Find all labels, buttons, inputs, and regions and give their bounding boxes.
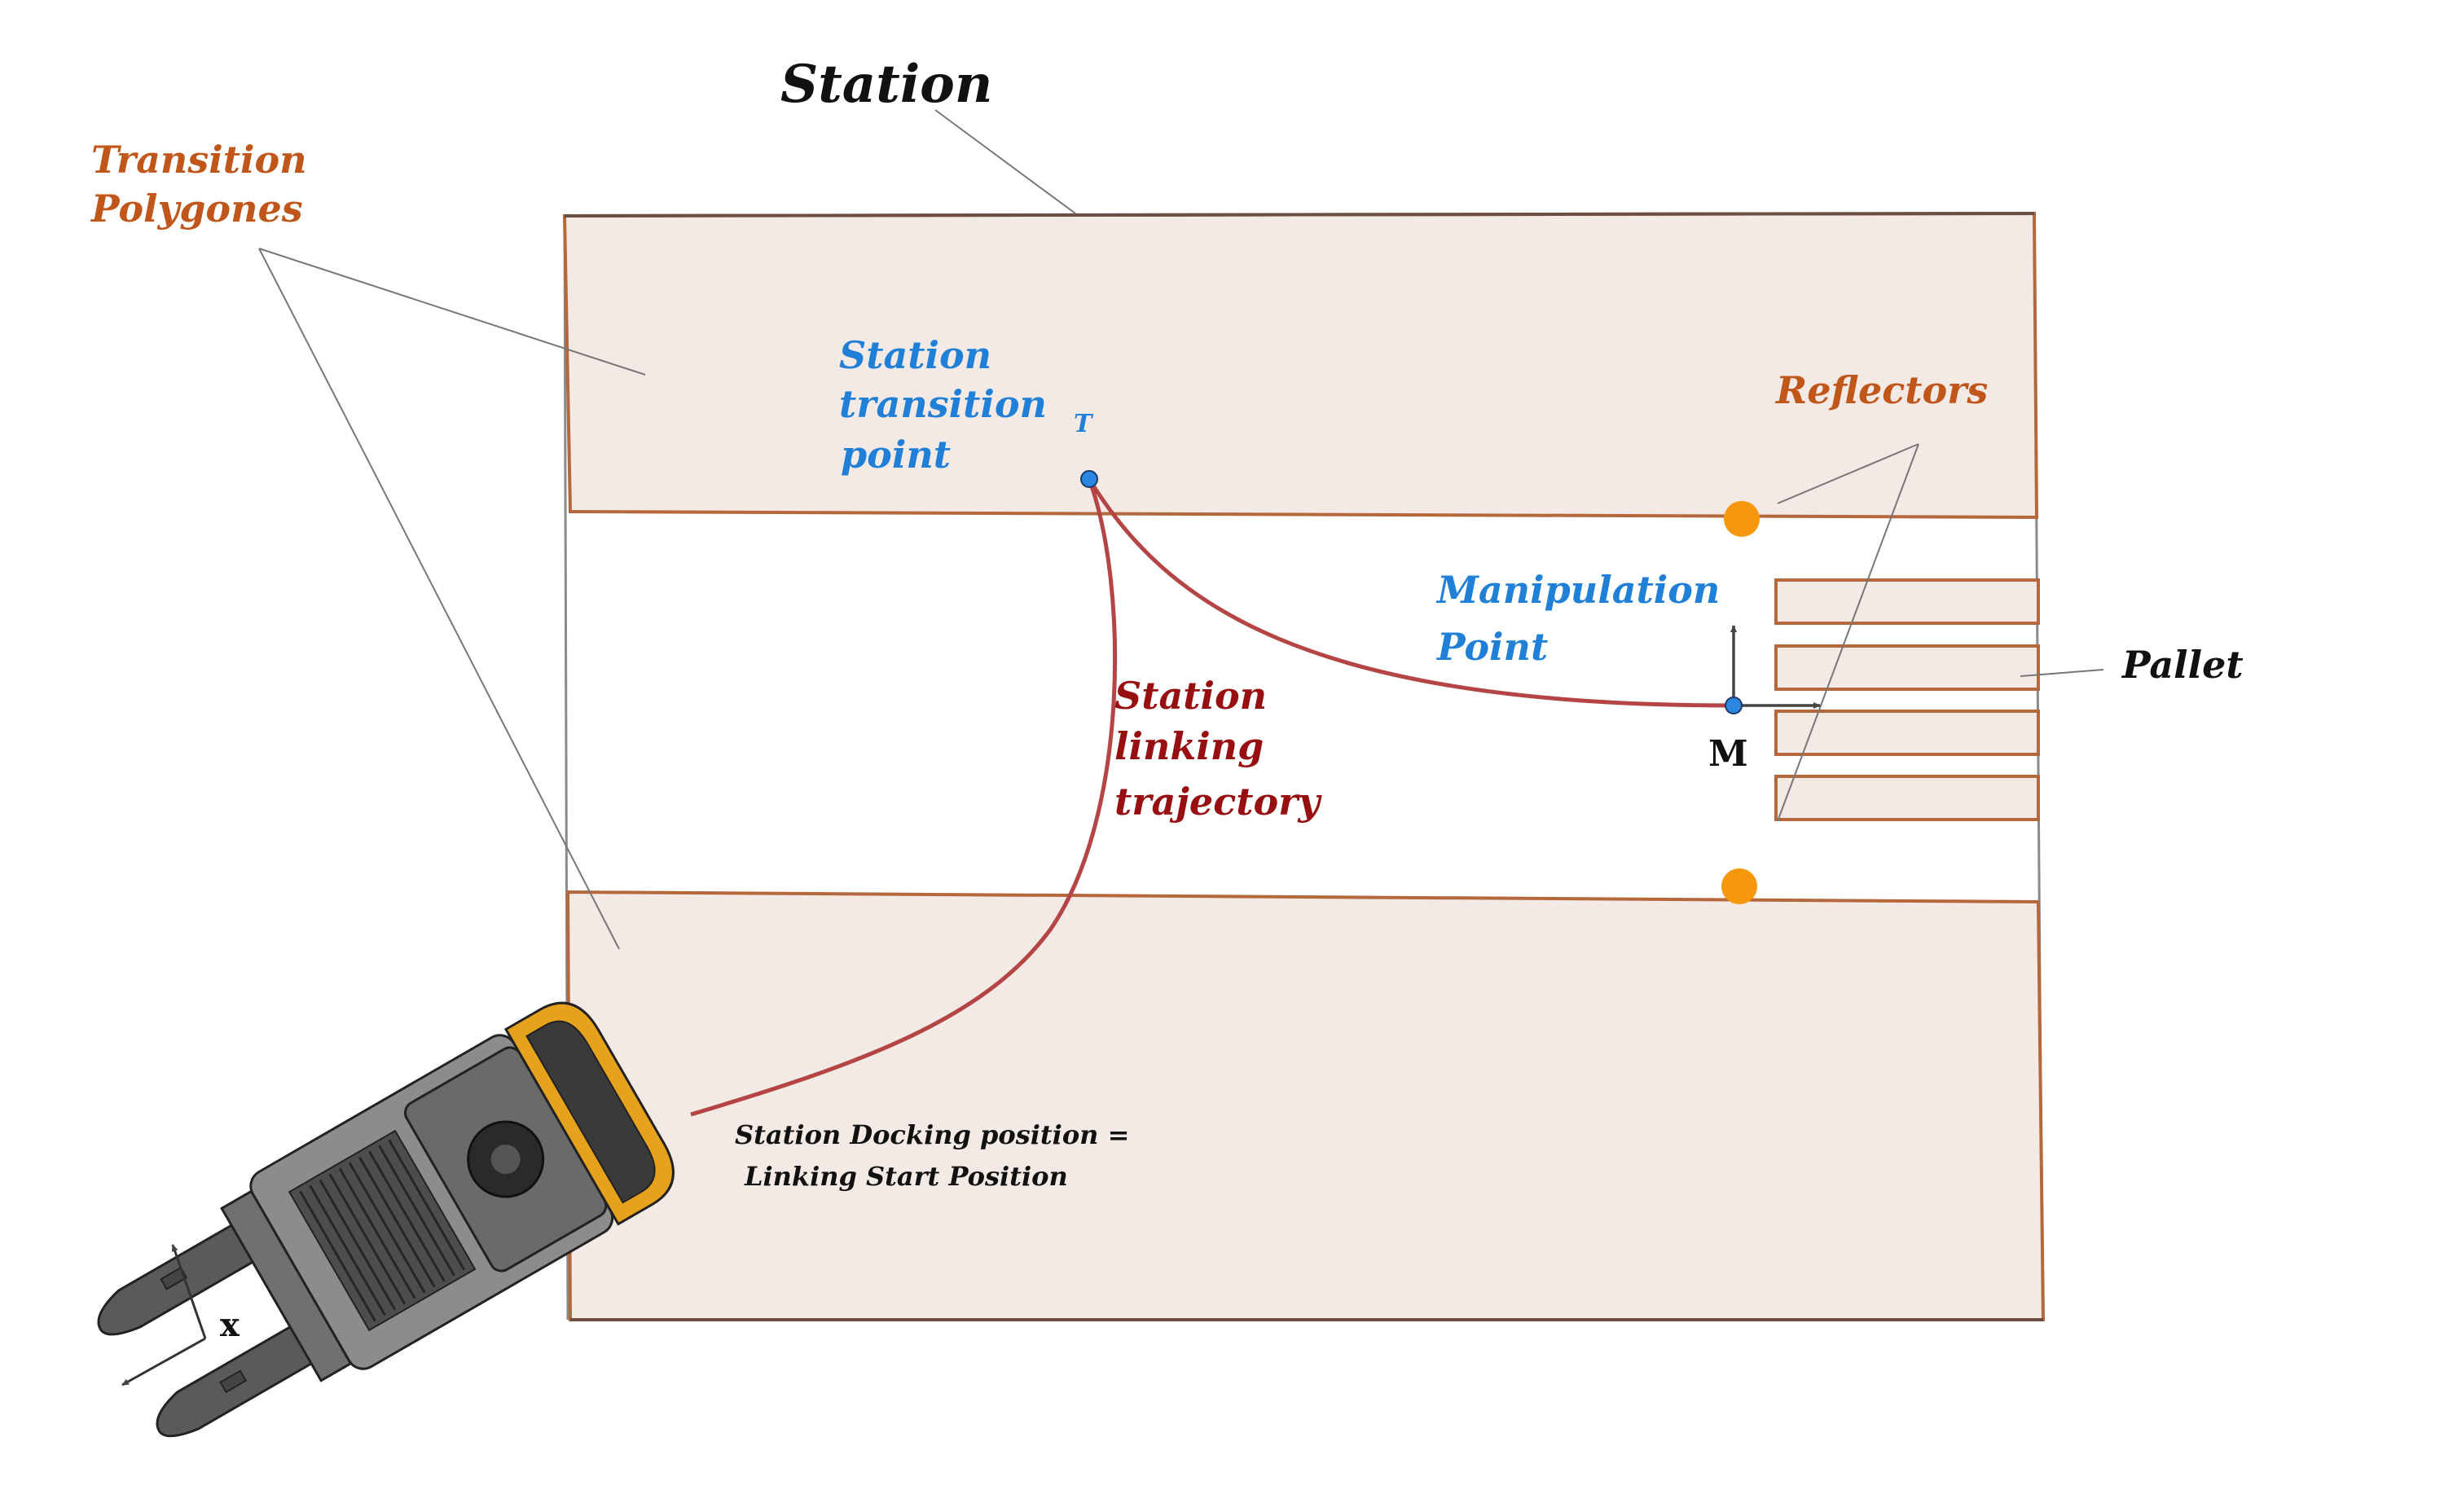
station-top-edge	[564, 212, 2035, 218]
pallet-slot	[1774, 578, 2040, 625]
manipulation-point-label: Manipulation Point	[1435, 568, 1733, 669]
pallet	[1774, 578, 2040, 821]
forklift-frame-axes	[121, 1244, 207, 1387]
lower-transition-polygon	[565, 890, 2046, 1321]
reflectors-label: Reflectors	[1774, 368, 1988, 412]
x-axis-label: x	[220, 1306, 240, 1344]
station-linking-trajectory	[690, 477, 1734, 1117]
station-transition-subscript: T	[1074, 410, 1094, 438]
pallet-label: Pallet	[2121, 643, 2244, 687]
reflector-dot	[1721, 868, 1757, 904]
upper-transition-polygon	[562, 211, 2039, 520]
station-transition-point	[1080, 470, 1098, 488]
manipulation-point	[1725, 697, 1743, 714]
transition-polygones-label: Transition Polygones	[90, 138, 320, 231]
leader-lines	[258, 109, 2104, 950]
reflector-dot	[1724, 501, 1760, 537]
pallet-slot	[1774, 775, 2040, 821]
forklift-icon	[97, 1001, 675, 1438]
station-label: Station	[780, 54, 992, 115]
pallet-slot	[1774, 710, 2040, 756]
pallet-slot	[1774, 644, 2040, 691]
station-transition-point-label: Station transition point	[839, 333, 1060, 477]
docking-position-label: Station Docking position = Linking Start…	[735, 1119, 1139, 1192]
manipulation-frame-label: M	[1708, 733, 1748, 775]
station-linking-trajectory-label: Station linking trajectory	[1114, 674, 1322, 824]
coordinate-frame-icon	[1730, 625, 1821, 709]
